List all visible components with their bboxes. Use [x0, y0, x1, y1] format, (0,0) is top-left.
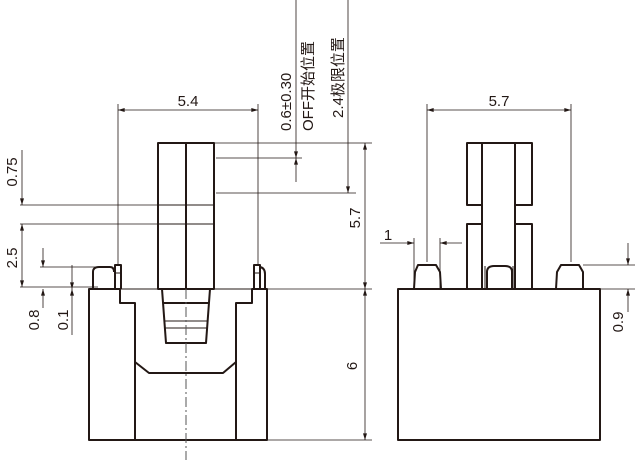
- side-view: 5.7 1 0.9: [380, 93, 635, 441]
- dim-off-tolerance: 0.6±0.30: [278, 73, 295, 131]
- label-off-position: OFF开始位置: [300, 41, 317, 131]
- side-terminal-right: [555, 264, 584, 290]
- front-body-outline: [88, 288, 268, 441]
- side-stem-left: [466, 142, 482, 289]
- front-view: 5.4 5.7 6 0.6±0.30 OFF开始位置 2.4极限位置 0.75 …: [4, 0, 372, 460]
- side-stem-center: [481, 142, 516, 290]
- dim-slider-top: 0.75: [4, 157, 21, 186]
- dim-terminal-small: 0.1: [55, 310, 72, 331]
- front-terminal-right: [253, 264, 261, 289]
- side-stem-right: [515, 142, 533, 289]
- dim-terminal: 0.8: [26, 310, 43, 331]
- dim-slider-mid: 2.5: [4, 248, 21, 269]
- side-terminal-center: [486, 265, 513, 289]
- dim-front-body-height: 6: [344, 362, 361, 370]
- slider-base: [161, 288, 211, 344]
- side-body: [397, 288, 601, 441]
- side-terminal-left: [413, 264, 442, 290]
- label-limit-position: 2.4极限位置: [330, 37, 347, 118]
- dim-side-terminal-height: 0.9: [610, 312, 627, 333]
- dim-side-width: 5.7: [489, 93, 510, 110]
- front-terminal-left: [92, 266, 115, 289]
- dim-side-terminal-width: 1: [384, 227, 392, 244]
- dim-front-height-above: 5.7: [347, 208, 364, 229]
- dim-front-width: 5.4: [178, 93, 199, 110]
